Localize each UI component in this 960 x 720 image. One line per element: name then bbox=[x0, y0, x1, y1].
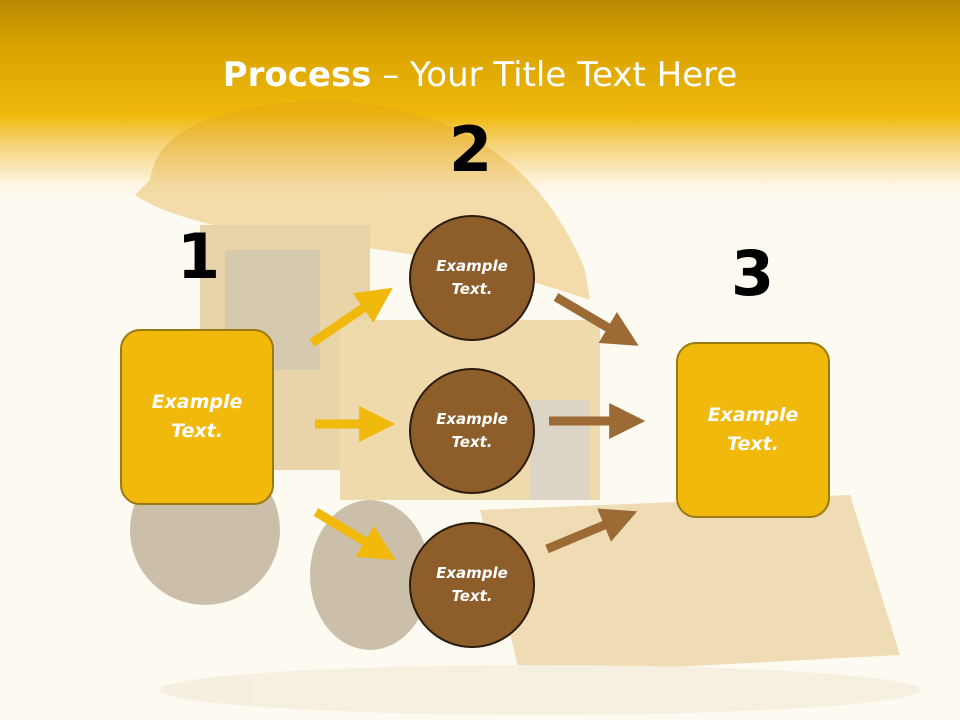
circle-top-line2: Text. bbox=[451, 280, 493, 298]
header-band bbox=[0, 0, 960, 200]
right-box-line1: Example bbox=[707, 404, 799, 426]
circle-top-line1: Example bbox=[436, 257, 508, 275]
left-box-line2: Text. bbox=[171, 420, 223, 442]
circle-middle-line1: Example bbox=[436, 410, 508, 428]
circle-middle-line2: Text. bbox=[451, 433, 493, 451]
circle-bottom-line1: Example bbox=[436, 564, 508, 582]
step-number-3: 3 bbox=[731, 237, 775, 310]
step-number-1: 1 bbox=[177, 220, 221, 293]
title-rest: – Your Title Text Here bbox=[371, 55, 738, 95]
right-box-line2: Text. bbox=[727, 433, 779, 455]
slide-title: Process – Your Title Text Here bbox=[0, 52, 960, 98]
circle-bottom-line2: Text. bbox=[451, 587, 493, 605]
title-bold: Process bbox=[222, 55, 372, 95]
arrow-from-circle-top bbox=[553, 293, 639, 346]
arrow-from-circle-bottom bbox=[545, 508, 638, 554]
step-number-2: 2 bbox=[449, 113, 493, 186]
arrow-to-circle-bottom bbox=[313, 508, 396, 561]
arrow-to-circle-top bbox=[309, 287, 393, 347]
left-box-line1: Example bbox=[151, 391, 243, 413]
